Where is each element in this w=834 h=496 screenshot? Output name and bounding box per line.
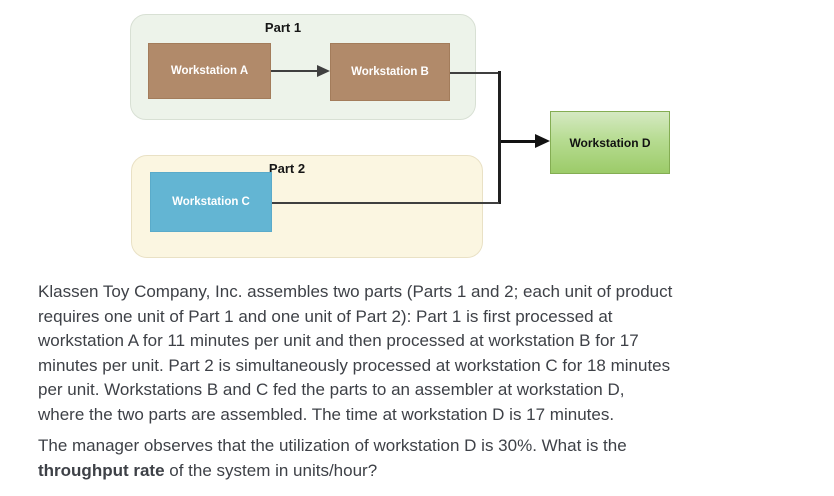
workstation-d-box: Workstation D bbox=[550, 111, 670, 174]
question-text: Klassen Toy Company, Inc. assembles two … bbox=[38, 280, 818, 483]
throughput-rate-emphasis: throughput rate bbox=[38, 460, 165, 480]
problem-statement: Klassen Toy Company, Inc. assembles two … bbox=[38, 280, 818, 427]
workstation-c-box: Workstation C bbox=[150, 172, 272, 232]
question-line: The manager observes that the utilizatio… bbox=[38, 436, 627, 455]
part1-label: Part 1 bbox=[264, 20, 302, 35]
problem-line: minutes per unit. Part 2 is simultaneous… bbox=[38, 355, 671, 375]
arrowhead-to-d-icon bbox=[535, 134, 550, 148]
workstation-b-box: Workstation B bbox=[330, 43, 450, 101]
arrowhead-a-to-b-icon bbox=[317, 65, 330, 77]
connector-to-d bbox=[501, 140, 537, 143]
connector-a-to-b bbox=[271, 70, 319, 72]
question-line-rest: of the system in units/hour? bbox=[164, 460, 378, 480]
connector-c-out bbox=[272, 202, 499, 204]
problem-line: requires one unit of Part 1 and one unit… bbox=[38, 306, 613, 326]
part2-label: Part 2 bbox=[268, 161, 306, 176]
problem-line: where the two parts are assembled. The t… bbox=[38, 404, 615, 424]
connector-b-out bbox=[450, 72, 500, 74]
problem-line: per unit. Workstations B and C fed the p… bbox=[38, 380, 625, 399]
problem-line: Klassen Toy Company, Inc. assembles two … bbox=[38, 282, 673, 301]
connector-merge-vertical bbox=[498, 71, 501, 204]
process-flow-diagram: Part 1 Part 2 Workstation A Workstation … bbox=[130, 14, 670, 258]
problem-line: workstation A for 11 minutes per unit an… bbox=[38, 331, 639, 350]
workstation-a-box: Workstation A bbox=[148, 43, 271, 99]
question-prompt: The manager observes that the utilizatio… bbox=[38, 434, 818, 483]
